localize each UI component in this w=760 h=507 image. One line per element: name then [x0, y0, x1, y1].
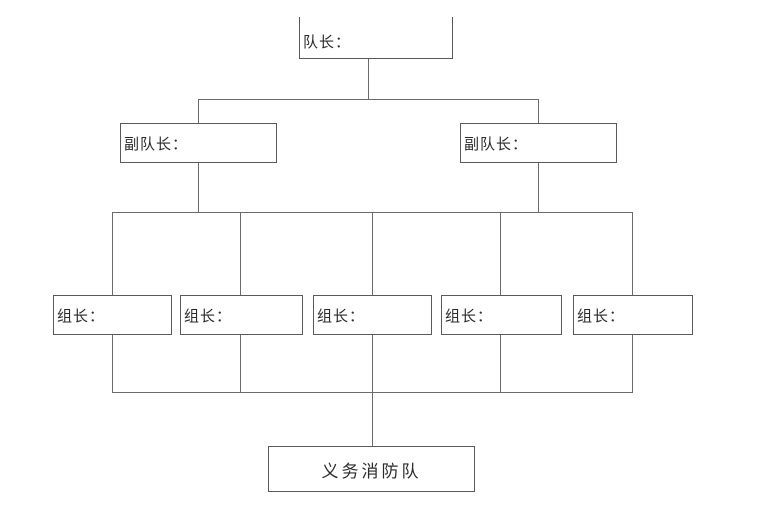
group-box-5: 组长： — [573, 295, 693, 335]
team-label: 义务消防队 — [321, 461, 422, 481]
connector-deputy-right-up — [538, 99, 539, 123]
deputy-right-label: 副队长： — [464, 136, 529, 153]
connector-team-down — [372, 392, 373, 446]
group-box-4: 组长： — [441, 295, 562, 335]
group-box-1: 组长： — [53, 295, 172, 335]
leader-label: 队长： — [303, 35, 352, 51]
team-box: 义务消防队 — [268, 446, 475, 492]
group-box-2: 组长： — [180, 295, 303, 335]
group-label-5: 组长： — [577, 308, 626, 325]
deputy-right-box: 副队长： — [460, 123, 617, 163]
deputy-left-label: 副队长： — [124, 136, 189, 153]
connector-deputy-right-down — [538, 163, 539, 212]
connector-deputy-left-up — [198, 99, 199, 123]
group-label-2: 组长： — [184, 308, 233, 325]
group-label-3: 组长： — [317, 308, 366, 325]
connector-deputy-left-down — [198, 163, 199, 212]
leader-box: 队长： — [299, 17, 453, 59]
group-label-4: 组长： — [445, 308, 494, 325]
connector-level2-horizontal — [198, 99, 539, 100]
group-label-1: 组长： — [57, 308, 106, 325]
group-box-3: 组长： — [313, 295, 432, 335]
connector-leader-down — [368, 59, 369, 99]
deputy-left-box: 副队长： — [120, 123, 277, 163]
